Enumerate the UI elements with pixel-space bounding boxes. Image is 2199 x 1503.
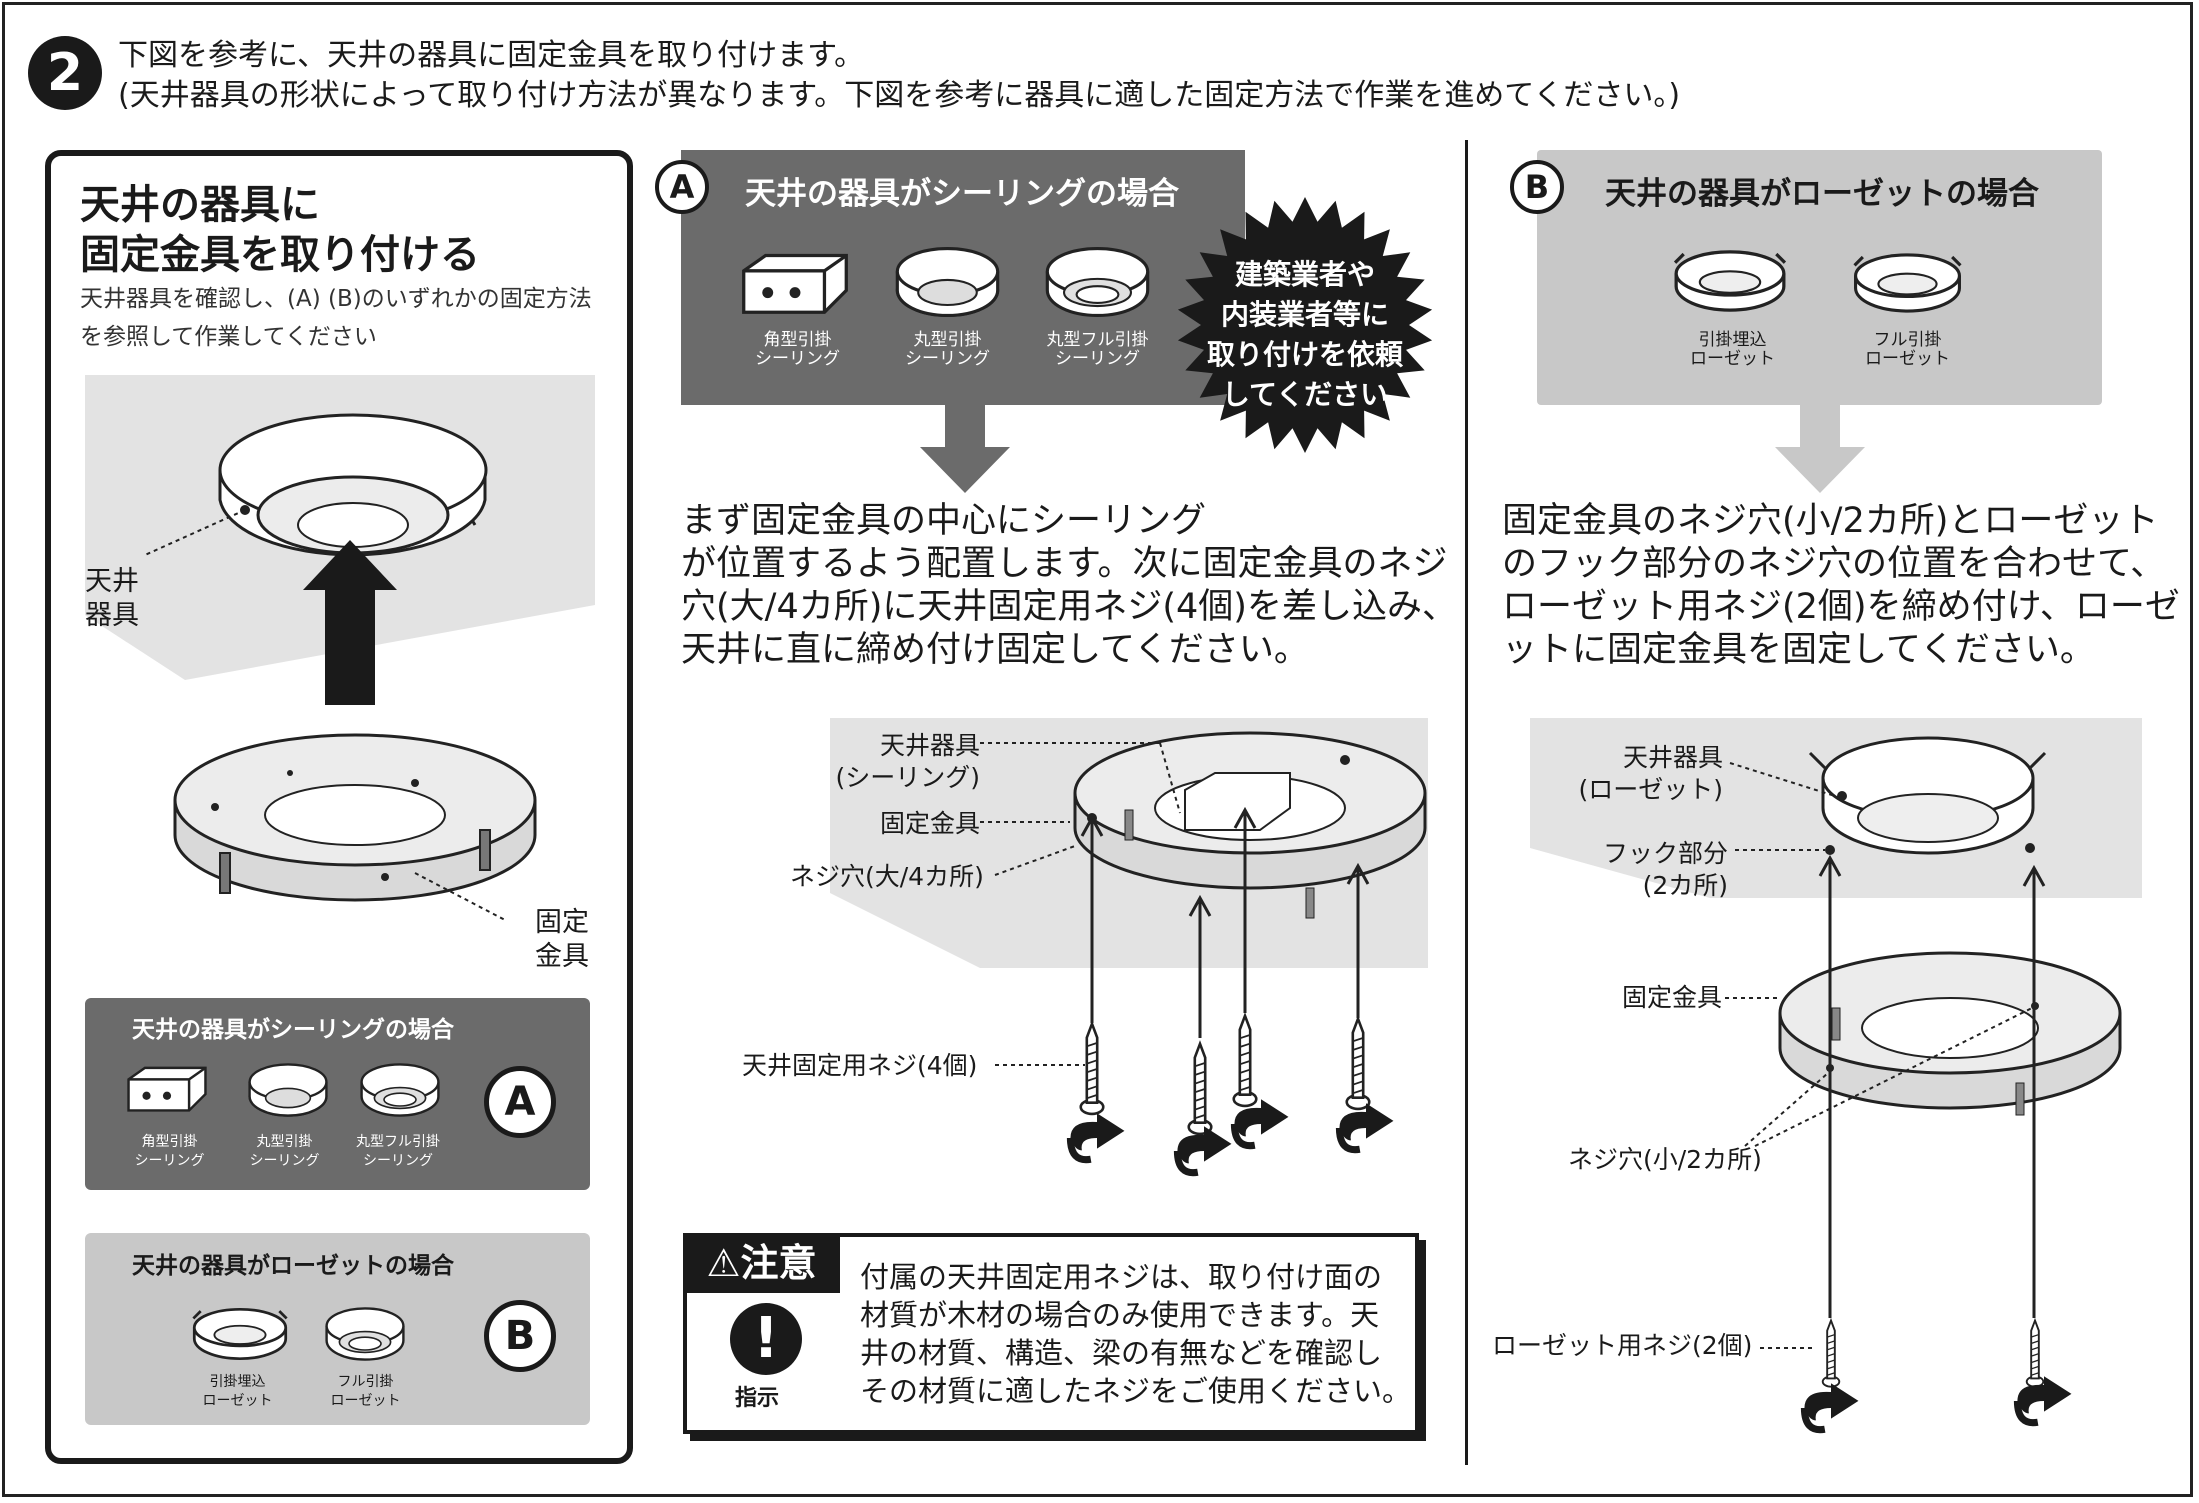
left-panel-title: 天井の器具に 固定金具を取り付ける xyxy=(80,180,480,280)
left-sub-line-1: 天井器具を確認し、(A) (B)のいずれかの固定方法 xyxy=(80,286,592,312)
section-b-title: 天井の器具がローゼットの場合 xyxy=(1605,176,2039,212)
section-divider xyxy=(1465,140,1468,1465)
left-panel-subtitle: 天井器具を確認し、(A) (B)のいずれかの固定方法 を参照して作業してください xyxy=(80,280,592,356)
section-a-cap-2: 丸型引掛シーリング xyxy=(905,330,990,369)
section-b-instructions: 固定金具のネジ穴(小/2カ所)とローゼット のフック部分のネジ穴の位置を合わせて… xyxy=(1502,500,2180,672)
caution-text: 付属の天井固定用ネジは、取り付け面の 材質が木材の場合のみ使用できます。天 井の… xyxy=(860,1258,1411,1410)
square-ceiling-icon xyxy=(742,253,848,314)
starburst-line-3: 取り付けを依頼 xyxy=(1206,338,1403,371)
section-b-body-2: のフック部分のネジ穴の位置を合わせて、 xyxy=(1502,544,2166,584)
left-title-line-2: 固定金具を取り付ける xyxy=(80,232,480,278)
label-ceiling-screws: 天井固定用ネジ(4個) xyxy=(742,1051,978,1080)
label-ceiling-line-1: 天井 xyxy=(85,566,139,597)
section-a-instructions: まず固定金具の中心にシーリング が位置するよう配置します。次に固定金具のネジ 穴… xyxy=(681,500,1457,672)
section-b-body-3: ローゼット用ネジ(2個)を締め付け、ローゼ xyxy=(1502,587,2180,627)
square-ceiling-icon xyxy=(127,1066,207,1112)
left-badge-b: B xyxy=(484,1300,556,1372)
label-holes-small: ネジ穴(小/2カ所) xyxy=(1568,1145,1762,1174)
section-a-cap-3: 丸型フル引掛シーリング xyxy=(1046,330,1149,369)
label-ceiling-fixture: 天井 器具 xyxy=(85,565,139,633)
left-box-a-cap-2: 丸型引掛シーリング xyxy=(249,1134,320,1169)
label-ceiling-sealing: 天井器具 (シーリング) xyxy=(835,730,980,794)
section-a-cap-1: 角型引掛シーリング xyxy=(755,330,840,369)
section-b-body-4: ットに固定金具を固定してください。 xyxy=(1502,630,2095,670)
section-a-body-2: が位置するよう配置します。次に固定金具のネジ xyxy=(681,544,1448,584)
warning-triangle-icon: ⚠ xyxy=(706,1241,741,1285)
label-ceiling-rosette: 天井器具 (ローゼット) xyxy=(1575,742,1723,806)
section-a-body-3: 穴(大/4カ所)に天井固定用ネジ(4個)を差し込み、 xyxy=(681,587,1457,627)
section-b-badge: B xyxy=(1510,160,1564,214)
round-ceiling-icon xyxy=(248,1063,328,1117)
label-hook-2: (2カ所) xyxy=(1642,871,1728,900)
label-hook-1: フック部分 xyxy=(1602,839,1728,868)
starburst-line-4: してください xyxy=(1221,378,1389,411)
left-panel xyxy=(45,150,633,1464)
left-title-line-1: 天井の器具に xyxy=(80,182,320,228)
left-box-b-cap-1: 引掛埋込ローゼット xyxy=(202,1374,273,1409)
left-box-a-cap-3: 丸型フル引掛シーリング xyxy=(356,1134,440,1169)
round-ceiling-icon xyxy=(895,246,1000,318)
label-rosette-screws: ローゼット用ネジ(2個) xyxy=(1492,1331,1753,1360)
exclamation-icon: ! xyxy=(730,1303,802,1375)
caution-line-3: 井の材質、構造、梁の有無などを確認し xyxy=(860,1336,1383,1370)
label-bracket-b: 固定金具 xyxy=(1622,983,1723,1012)
left-box-b-cap-2: フル引掛ローゼット xyxy=(330,1374,401,1409)
label-ceiling-rosette-1: 天井器具 xyxy=(1622,743,1723,772)
left-box-a-cap-1: 角型引掛シーリング xyxy=(134,1134,205,1169)
section-b-body-1: 固定金具のネジ穴(小/2カ所)とローゼット xyxy=(1502,501,2159,541)
section-b-cap-2: フル引掛ローゼット xyxy=(1865,330,1950,369)
round-full-ceiling-icon xyxy=(360,1063,440,1117)
left-sub-line-2: を参照して作業してください xyxy=(80,324,377,350)
rosette-full-icon xyxy=(1852,253,1963,313)
section-b-diagram xyxy=(1530,718,2142,1438)
section-a-body-4: 天井に直に締め付け固定してください。 xyxy=(681,630,1309,670)
caution-tag: ⚠注意 xyxy=(683,1233,840,1293)
caution-line-2: 材質が木材の場合のみ使用できます。天 xyxy=(860,1298,1380,1332)
left-badge-a: A xyxy=(484,1066,556,1138)
left-box-a-title: 天井の器具がシーリングの場合 xyxy=(132,1017,454,1043)
label-ceiling-sealing-2: (シーリング) xyxy=(835,763,980,792)
label-holes-large: ネジ穴(大/4カ所) xyxy=(790,862,984,891)
starburst-line-2: 内装業者等に xyxy=(1220,298,1389,331)
arrow-down-light xyxy=(1775,405,1865,493)
section-a-title: 天井の器具がシーリングの場合 xyxy=(745,176,1179,212)
rosette-embedded-icon xyxy=(1673,250,1787,312)
left-box-b-title: 天井の器具がローゼットの場合 xyxy=(132,1253,454,1279)
header-line-1: 下図を参考に、天井の器具に固定金具を取り付けます。 xyxy=(118,38,865,73)
round-full-ceiling-icon xyxy=(1045,246,1150,318)
arrow-down-dark xyxy=(920,405,1010,493)
label-bracket-line-2: 金具 xyxy=(535,941,589,972)
left-illustration xyxy=(85,375,595,921)
starburst-text: 建築業者や 内装業者等に 取り付けを依頼 してください xyxy=(1205,255,1405,415)
step-number-badge: 2 xyxy=(28,36,102,110)
caution-line-1: 付属の天井固定用ネジは、取り付け面の xyxy=(860,1260,1383,1294)
caution-tag-label: 注意 xyxy=(740,1241,817,1285)
section-b-cap-1: 引掛埋込ローゼット xyxy=(1690,330,1775,369)
caution-icon-label: 指示 xyxy=(735,1386,780,1411)
rosette-embedded-icon xyxy=(191,1307,289,1361)
header-line-2: (天井器具の形状によって取り付け方法が異なります。下図を参考に器具に適した固定方… xyxy=(118,78,1681,113)
label-ceiling-rosette-2: (ローゼット) xyxy=(1578,775,1723,804)
label-bracket-line-1: 固定 xyxy=(535,907,589,938)
label-ceiling-sealing-1: 天井器具 xyxy=(879,731,980,760)
section-a-diagram xyxy=(830,718,1428,1178)
section-b-header-box xyxy=(1537,150,2102,405)
section-a-badge: A xyxy=(655,160,709,214)
caution-line-4: その材質に適したネジをご使用ください。 xyxy=(860,1374,1412,1408)
label-bracket-a: 固定金具 xyxy=(880,809,981,838)
label-hook: フック部分 (2カ所) xyxy=(1580,838,1728,902)
starburst-warning xyxy=(1177,197,1433,453)
label-ceiling-line-2: 器具 xyxy=(85,600,139,631)
starburst-line-1: 建築業者や xyxy=(1234,258,1375,291)
rosette-full-icon xyxy=(325,1306,405,1362)
bracket-illustration xyxy=(173,733,537,902)
section-a-body-1: まず固定金具の中心にシーリング xyxy=(681,501,1207,541)
ceiling-fixture-illustration xyxy=(218,413,488,557)
label-bracket: 固定 金具 xyxy=(535,906,589,974)
